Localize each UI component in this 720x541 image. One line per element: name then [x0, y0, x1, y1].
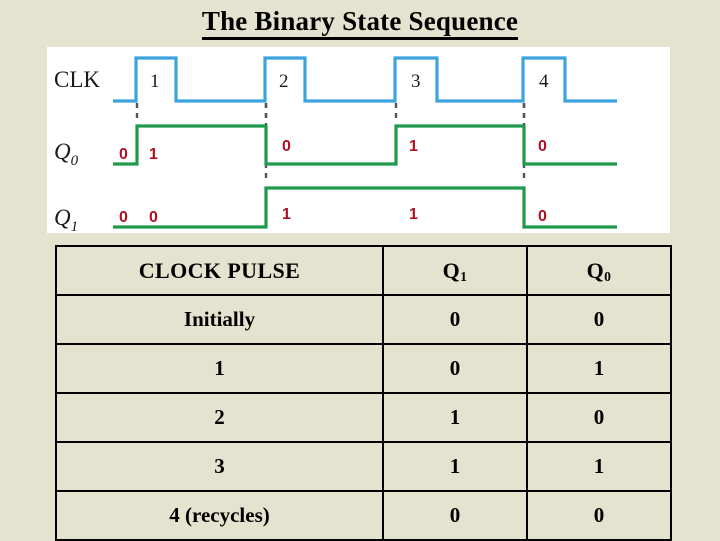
- column-header-q0: Q0: [526, 245, 672, 296]
- table-row: 1 0 1: [55, 343, 672, 394]
- table-row: 2 1 0: [55, 392, 672, 443]
- q1-value-2: 1: [282, 206, 291, 223]
- clk-pulse-number-4: 4: [539, 71, 549, 92]
- cell-q0: 0: [526, 294, 672, 345]
- cell-q0: 0: [526, 490, 672, 541]
- cell-clock-pulse: 2: [55, 392, 384, 443]
- cell-q1: 1: [382, 392, 528, 443]
- q1-value-1: 0: [149, 209, 158, 226]
- q0-value-0: 0: [119, 146, 128, 163]
- column-header-q1: Q1: [382, 245, 528, 296]
- column-header-q1-base: Q: [442, 257, 461, 283]
- q0-value-1: 1: [149, 146, 158, 163]
- clk-pulse-number-1: 1: [150, 71, 160, 92]
- binary-state-table: CLOCK PULSE Q1 Q0 Initially 0 0 1 0 1 2 …: [55, 245, 672, 541]
- cell-clock-pulse: 3: [55, 441, 384, 492]
- cell-clock-pulse: 1: [55, 343, 384, 394]
- column-header-q0-sub: 0: [604, 269, 612, 285]
- q0-value-3: 1: [409, 138, 418, 155]
- column-header-clock-pulse: CLOCK PULSE: [55, 245, 384, 296]
- cell-q0: 0: [526, 392, 672, 443]
- falling-edge-markers: [135, 103, 526, 183]
- clk-pulse-number-3: 3: [411, 71, 421, 92]
- q1-row-label-base: Q: [54, 205, 71, 230]
- cell-q1: 0: [382, 490, 528, 541]
- q1-value-0: 0: [119, 209, 128, 226]
- cell-q1: 0: [382, 343, 528, 394]
- q1-row-label: Q1: [54, 205, 78, 233]
- q0-row-label-base: Q: [54, 139, 71, 164]
- column-header-q1-sub: 1: [460, 269, 468, 285]
- column-header-q0-base: Q: [586, 257, 605, 283]
- table-row: 4 (recycles) 0 0: [55, 490, 672, 541]
- table-row: 3 1 1: [55, 441, 672, 492]
- q1-value-4: 0: [538, 208, 547, 225]
- cell-clock-pulse: 4 (recycles): [55, 490, 384, 541]
- q0-row-label: Q0: [54, 139, 79, 169]
- clk-waveform: [113, 56, 617, 103]
- clk-pulse-number-2: 2: [279, 71, 289, 92]
- table-row: Initially 0 0: [55, 294, 672, 345]
- page-title: The Binary State Sequence: [0, 6, 720, 40]
- q0-value-2: 0: [282, 138, 291, 155]
- timing-diagram-svg: CLK 1 2 3 4 Q0 0 1 0 1 0 Q1: [54, 56, 617, 233]
- q1-waveform: [113, 186, 617, 229]
- q1-value-3: 1: [409, 206, 418, 223]
- table-header-row: CLOCK PULSE Q1 Q0: [55, 245, 672, 296]
- page-title-text: The Binary State Sequence: [201, 6, 519, 40]
- q1-row-label-sub: 1: [71, 219, 79, 233]
- q0-row-label-sub: 0: [71, 153, 79, 169]
- cell-q0: 1: [526, 441, 672, 492]
- cell-q1: 1: [382, 441, 528, 492]
- clk-row-label: CLK: [54, 67, 100, 92]
- q0-waveform: [113, 124, 617, 166]
- cell-q1: 0: [382, 294, 528, 345]
- cell-clock-pulse: Initially: [55, 294, 384, 345]
- timing-diagram-panel: CLK 1 2 3 4 Q0 0 1 0 1 0 Q1: [47, 47, 670, 233]
- q0-value-4: 0: [538, 138, 547, 155]
- cell-q0: 1: [526, 343, 672, 394]
